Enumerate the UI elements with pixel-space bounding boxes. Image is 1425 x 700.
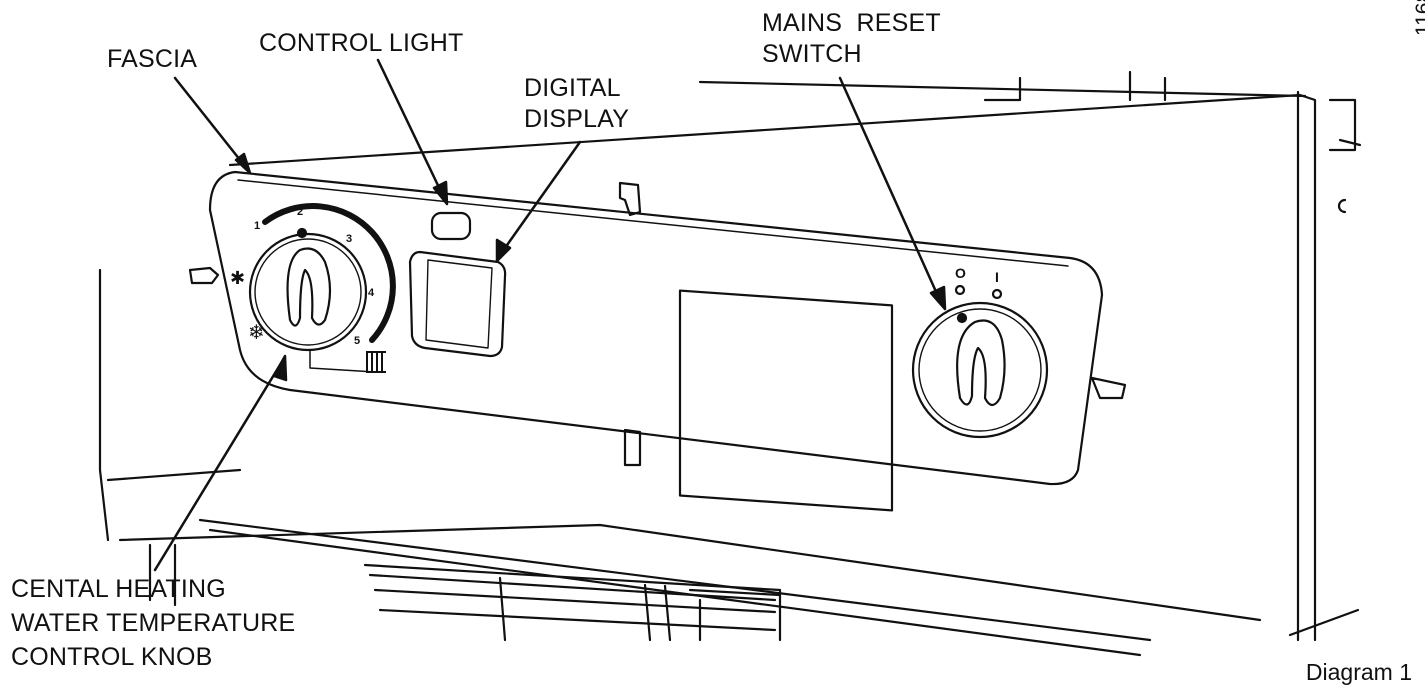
scale-mark-5: 5 [354, 335, 361, 347]
temperature-arc [262, 203, 396, 343]
knob-indicator [296, 227, 308, 239]
digital-display-label: DIGITAL DISPLAY [524, 73, 629, 135]
mains-reset-label-line-1: MAINS RESET [762, 9, 941, 37]
control-light-label-text: CONTROL LIGHT [259, 29, 464, 57]
mains-reset-label-line-2: SWITCH [762, 40, 862, 68]
fascia-panel-edge [237, 179, 1069, 267]
fascia-label-text: FASCIA [107, 45, 198, 73]
switch-grip-icon [956, 319, 1006, 407]
boiler-casing [98, 70, 1362, 642]
switch-on-mark: I [995, 269, 999, 285]
digital-display-label-line-1: DIGITAL [524, 74, 621, 102]
lower-grille [198, 518, 1152, 657]
diagram-caption: Diagram 1 [1305, 659, 1412, 685]
scale-mark-3: 3 [346, 233, 353, 245]
ch-knob-label-line-1: CENTAL HEATING [11, 575, 226, 603]
winter-icon: ❄ [248, 322, 265, 344]
control-light [430, 211, 472, 241]
digital-display-label-line-2: DISPLAY [524, 105, 630, 133]
fascia-label: FASCIA [107, 44, 197, 75]
radiator-icon [366, 351, 386, 373]
summer-icon: ✱ [230, 268, 246, 288]
ch-knob-label-line-3: CONTROL KNOB [11, 643, 213, 671]
digital-display [408, 250, 507, 358]
ch-knob-label: CENTAL HEATING WATER TEMPERATURE CONTROL… [11, 572, 295, 674]
control-light-label: CONTROL LIGHT [259, 28, 463, 59]
mains-reset-switch[interactable] [911, 284, 1049, 439]
leader-arrows [153, 58, 947, 572]
scale-mark-2: 2 [297, 206, 304, 218]
scale-mark-1: 1 [254, 220, 261, 232]
fascia-panel [208, 170, 1104, 486]
ch-knob-label-line-2: WATER TEMPERATURE [11, 609, 296, 637]
scale-mark-4: 4 [368, 287, 375, 299]
mains-reset-label: MAINS RESET SWITCH [762, 8, 941, 70]
knob-grip-icon [286, 247, 332, 327]
fascia-clips [188, 181, 1127, 467]
drawing-reference-number: 11689 [1412, 0, 1425, 36]
display-window [678, 289, 894, 512]
ch-temperature-knob[interactable] [248, 203, 396, 373]
switch-off-mark: O [955, 265, 966, 281]
